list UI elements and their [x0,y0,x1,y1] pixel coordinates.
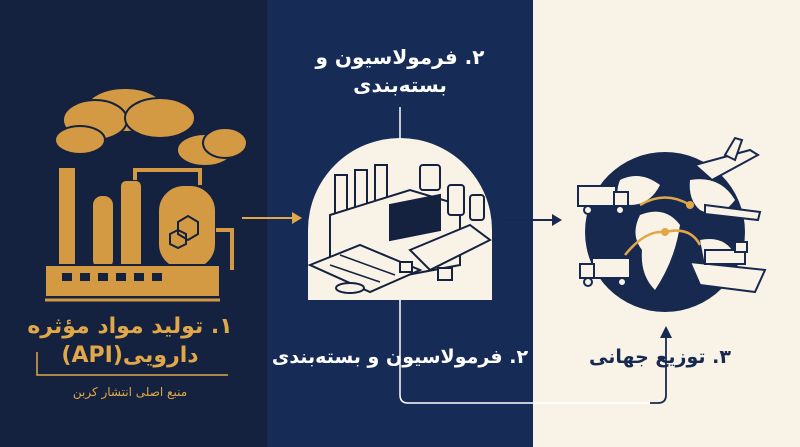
step-2-title-top: ۲. فرمولاسیون و بسته‌بندی [315,45,485,97]
step-2-title-bottom: ۲. فرمولاسیون و بسته‌بندی [271,346,529,368]
connector-2-3-bottom [399,300,672,404]
truck-icon [577,185,631,287]
airplane-icon [692,136,762,222]
step-1-caption: منبع اصلی انتشار کربن [72,385,188,399]
step-3-title: ۳. توزیع جهانی [589,346,731,368]
pharma-plant-icon [307,138,492,300]
arrow-2-3 [504,214,562,226]
ship-icon [688,241,767,294]
arrow-1-2 [242,212,302,224]
factory-icon [44,87,248,302]
step-1-title: ۱. تولید مواد مؤثره دارویی(API) [27,314,233,368]
caption-frame [36,352,228,376]
